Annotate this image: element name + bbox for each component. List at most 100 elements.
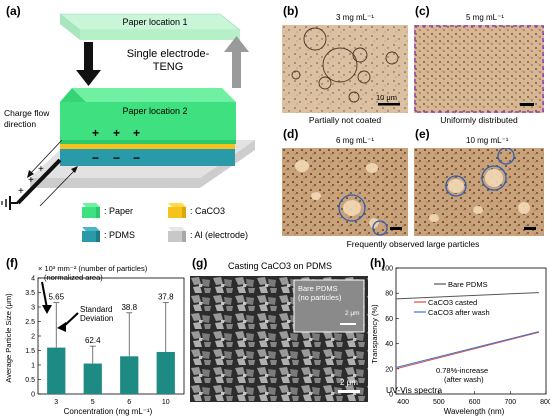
f-y-tick-label: 1 [31, 363, 35, 370]
svg-text:+: + [38, 164, 44, 175]
panels-de-caption: Frequently observed large particles [346, 239, 480, 249]
f-y-tick-label: 3.5 [25, 290, 35, 297]
h-y-axis-label: Transparency (%) [370, 304, 379, 364]
h-legend-label: Bare PDMS [448, 280, 488, 289]
up-arrow-icon [224, 36, 249, 52]
micrograph-e [414, 148, 544, 236]
f-note: × 10³ mm⁻² (number of particles) (normal… [38, 264, 148, 282]
caco3-layer [60, 144, 235, 149]
panel-b-label: (b) [283, 4, 299, 18]
panel-c-label: (c) [415, 4, 430, 18]
h-series-line [395, 331, 539, 369]
svg-text:−: − [92, 151, 99, 165]
f-y-tick-label: 2 [31, 334, 35, 341]
f-x-tick-label: 3 [54, 399, 58, 406]
panel-b-scale: 10 μm [376, 93, 397, 102]
svg-text:+: + [133, 126, 140, 140]
panel-c-conc: 5 mg mL⁻¹ [466, 13, 505, 22]
wire [16, 158, 62, 205]
legend-paper-swatch [82, 203, 100, 218]
h-note: 0.78%-increase (after wash) [436, 366, 489, 384]
f-bar [47, 347, 66, 394]
f-std-label: Standard Deviation [80, 305, 114, 323]
panel-e-conc: 10 mg mL⁻¹ [466, 136, 509, 145]
paper-1-side [60, 14, 80, 40]
h-x-tick-label: 500 [433, 399, 445, 406]
f-y-tick-label: 2.5 [25, 319, 35, 326]
svg-text:+: + [92, 126, 99, 140]
panel-d-label: (d) [283, 127, 299, 141]
h-legend-label: CaCO3 casted [428, 298, 477, 307]
f-bar-annotation: 37.8 [158, 293, 174, 302]
h-x-tick-label: 600 [469, 399, 481, 406]
f-x-axis-label: Concentration (mg mL⁻¹) [64, 407, 153, 416]
f-bar-annotation: 38.8 [121, 303, 137, 312]
g-inset-scale: 2 μm [345, 310, 360, 317]
h-series-line [395, 292, 539, 300]
f-y-tick-label: 0.5 [25, 377, 35, 384]
g-scale: 2 μm [340, 378, 358, 387]
f-y-tick-label: 3 [31, 305, 35, 312]
g-inset-label: Bare PDMS (no particles) [298, 284, 342, 302]
h-x-tick-label: 700 [504, 399, 516, 406]
micrograph-d [282, 148, 408, 236]
f-bar [83, 363, 102, 394]
h-legend-label: CaCO3 after wash [428, 308, 490, 317]
svg-text:+: + [28, 175, 34, 186]
f-bar [156, 351, 175, 394]
paper-1-front [80, 30, 240, 40]
f-x-tick-label: 6 [127, 399, 131, 406]
f-bar-annotation: 62.4 [85, 336, 101, 345]
h-y-tick-label: 60 [385, 316, 393, 323]
micrograph-c [414, 25, 544, 113]
legend-caco3-swatch [168, 203, 186, 218]
paper-2-front [60, 102, 236, 140]
h-x-tick-label: 400 [397, 399, 409, 406]
f-y-axis-label: Average Particle Size (μm) [4, 293, 13, 383]
h-plot-frame [395, 267, 547, 395]
f-x-tick-label: 10 [162, 399, 170, 406]
f-x-tick-label: 5 [91, 399, 95, 406]
legend-al-label: : Al (electrode) [190, 230, 249, 240]
panel-f-label: (f) [6, 256, 18, 270]
h-subtitle: UV-Vis spectra [386, 385, 443, 395]
panel-b-caption: Partially not coated [308, 115, 382, 125]
panel-h-label: (h) [370, 256, 386, 270]
pdms-front [60, 148, 235, 166]
paper-2-top [72, 88, 236, 102]
panel-b-conc: 3 mg mL⁻¹ [336, 13, 375, 22]
f-bar-annotation: 5.65 [48, 293, 64, 302]
f-pointer-arrows [41, 281, 79, 332]
al-base [30, 140, 255, 188]
legend-paper-label: : Paper [104, 206, 134, 216]
svg-text:−: − [113, 151, 120, 165]
panel-g-label: (g) [192, 256, 208, 270]
h-x-tick-label: 800 [540, 399, 550, 406]
paper-location-2-label: Paper location 2 [122, 106, 188, 116]
panel-e-label: (e) [415, 127, 430, 141]
panel-d-conc: 6 mg mL⁻¹ [336, 136, 375, 145]
h-y-tick-label: 80 [385, 291, 393, 298]
legend-pdms-label: : PDMS [104, 230, 136, 240]
down-arrow-icon [76, 70, 101, 86]
f-bar [120, 356, 139, 394]
legend-caco3-label: : CaCO3 [190, 206, 226, 216]
h-y-tick-label: 20 [385, 366, 393, 373]
svg-text:+: + [113, 126, 120, 140]
sem-image [190, 276, 368, 402]
legend-pdms-swatch [82, 227, 100, 242]
down-arrow-shaft [84, 42, 93, 72]
panel-c-caption: Uniformly distributed [440, 115, 518, 125]
teng-schematic: + + + − − − + + + [1, 13, 255, 242]
legend-al-swatch [168, 227, 186, 242]
g-title: Casting CaCO3 on PDMS [228, 261, 333, 271]
svg-text:+: + [18, 186, 24, 197]
up-arrow-shaft [232, 50, 241, 88]
paper-location-1-label: Paper location 1 [122, 17, 188, 27]
panel-a-label: (a) [6, 4, 21, 18]
f-y-tick-label: 1.5 [25, 348, 35, 355]
h-x-axis-label: Wavelength (nm) [444, 407, 505, 416]
micrograph-b [282, 25, 408, 113]
